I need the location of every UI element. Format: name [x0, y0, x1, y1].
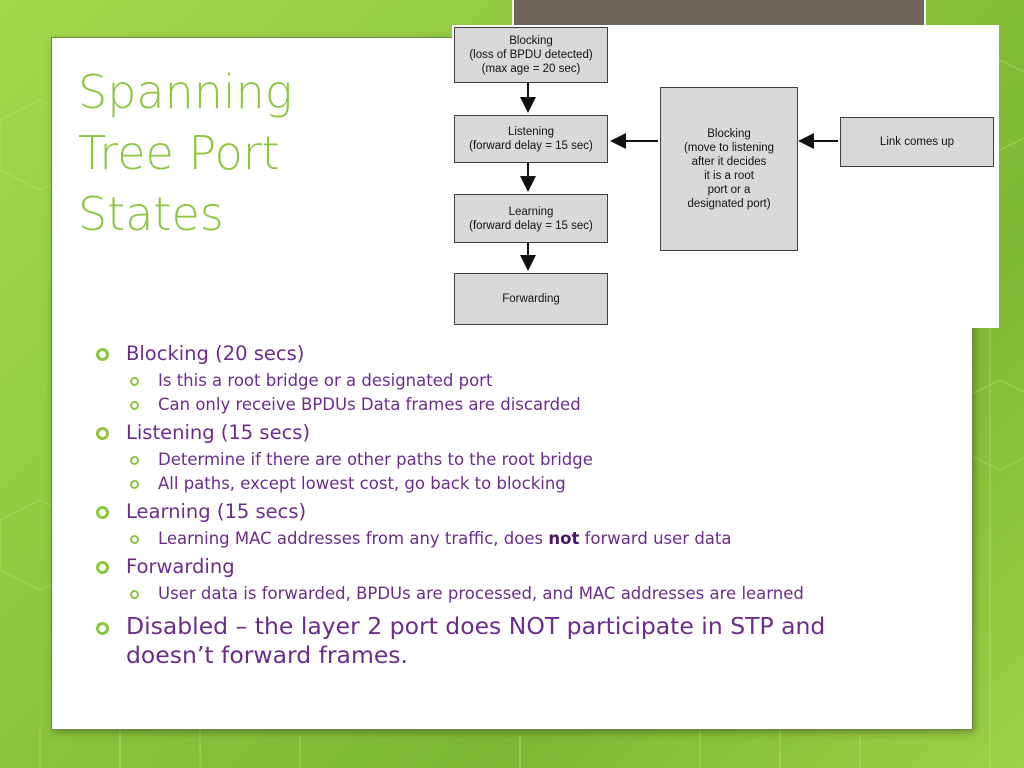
state-box-listening: Listening (forward delay = 15 sec) — [454, 115, 608, 163]
box-text: (loss of BPDU detected) — [469, 49, 593, 61]
sub-bullet-text: Learning MAC addresses from any traffic,… — [158, 529, 549, 548]
sub-bullet: Determine if there are other paths to th… — [96, 450, 916, 470]
port-state-diagram: Blocking (loss of BPDU detected) (max ag… — [452, 25, 999, 328]
bullet-listening: Listening (15 secs) — [96, 419, 916, 446]
diagram-arrows — [520, 83, 838, 271]
title-line: States — [78, 187, 224, 241]
box-text: (move to listening — [683, 142, 775, 154]
box-text: (max age = 20 sec) — [481, 63, 581, 75]
box-text: (forward delay = 15 sec) — [469, 140, 593, 152]
state-box-link-comes-up: Link comes up — [840, 117, 994, 167]
emphasis-not: not — [548, 529, 580, 548]
box-text: Blocking — [509, 35, 553, 47]
box-text: Forwarding — [502, 293, 560, 305]
box-text: Blocking — [707, 128, 751, 140]
state-box-forwarding: Forwarding — [454, 273, 608, 325]
state-box-blocking-side: Blocking (move to listening after it dec… — [660, 87, 798, 251]
bullet-blocking: Blocking (20 secs) — [96, 340, 916, 367]
box-text: (forward delay = 15 sec) — [469, 219, 593, 232]
sub-bullet: Learning MAC addresses from any traffic,… — [96, 529, 916, 549]
state-box-blocking: Blocking (loss of BPDU detected) (max ag… — [454, 27, 608, 83]
box-text: after it decides — [691, 156, 767, 168]
header-dark-tab — [512, 0, 926, 28]
bullet-list: Blocking (20 secs) Is this a root bridge… — [96, 338, 916, 670]
box-text: Listening — [507, 126, 555, 138]
box-text: Link comes up — [879, 136, 955, 148]
bullet-forwarding: Forwarding — [96, 553, 916, 580]
bullet-disabled: Disabled – the layer 2 port does NOT par… — [96, 612, 916, 670]
sub-bullet: User data is forwarded, BPDUs are proces… — [96, 584, 916, 604]
box-text: port or a — [707, 184, 751, 196]
title-line: Tree Port — [78, 126, 280, 180]
sub-bullet: All paths, except lowest cost, go back t… — [96, 474, 916, 494]
title-line: Spanning — [78, 65, 293, 119]
slide-title: Spanning Tree Port States — [78, 62, 338, 245]
box-text: designated port) — [687, 198, 771, 210]
box-text: it is a root — [704, 170, 754, 182]
bullet-learning: Learning (15 secs) — [96, 498, 916, 525]
sub-bullet: Can only receive BPDUs Data frames are d… — [96, 395, 916, 415]
sub-bullet: Is this a root bridge or a designated po… — [96, 371, 916, 391]
state-box-learning: Learning (forward delay = 15 sec) — [454, 194, 608, 243]
box-text: Learning — [508, 205, 554, 218]
sub-bullet-text: forward user data — [579, 529, 732, 548]
